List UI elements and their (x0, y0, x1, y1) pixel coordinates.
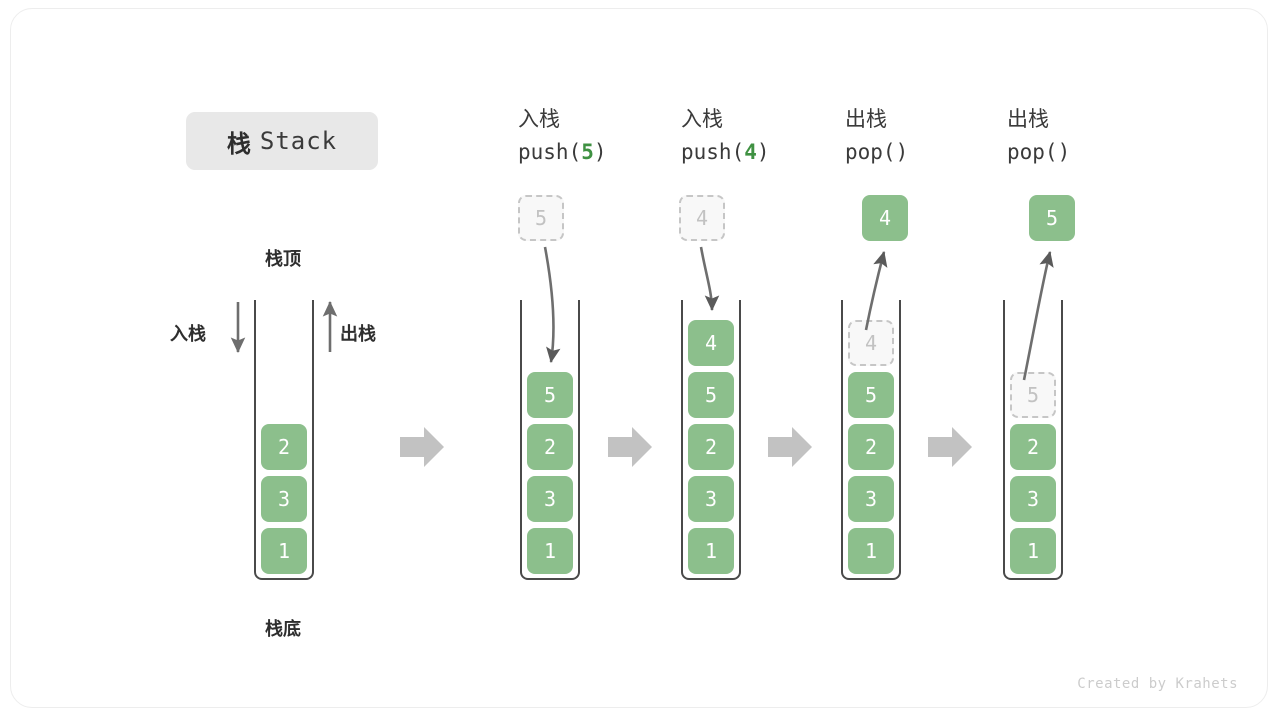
floating-popped-cell: 4 (862, 195, 908, 241)
stack-top-label: 栈顶 (265, 249, 301, 269)
op-label-code: pop() (845, 135, 1045, 169)
stack-cell: 3 (848, 476, 894, 522)
op-header-push-5: 入栈 push(5) (518, 105, 718, 169)
op-code-arg: 4 (744, 140, 757, 164)
stack-container-push-5 (520, 300, 580, 580)
stack-cell: 4 (688, 320, 734, 366)
op-label-cn: 入栈 (681, 108, 723, 131)
op-code-arg: 5 (581, 140, 594, 164)
op-code-prefix: push( (518, 140, 582, 164)
stack-cell: 3 (1010, 476, 1056, 522)
op-label-cn: 出栈 (845, 108, 887, 131)
op-label-cn: 出栈 (1007, 108, 1049, 131)
stack-cell: 2 (848, 424, 894, 470)
floating-ghost-cell: 5 (518, 195, 564, 241)
stack-cell: 1 (1010, 528, 1056, 574)
title-cn: 栈 (226, 130, 251, 158)
op-code-prefix: pop( (845, 140, 896, 164)
floating-ghost-cell: 4 (679, 195, 725, 241)
stack-cell: 3 (261, 476, 307, 522)
stack-cell: 2 (261, 424, 307, 470)
stack-container-pop-4 (841, 300, 901, 580)
op-code-suffix: ) (895, 140, 909, 164)
stack-cell: 2 (688, 424, 734, 470)
op-label-code: push(5) (518, 135, 718, 169)
stack-cell: 5 (688, 372, 734, 418)
push-side-label: 入栈 (170, 324, 206, 344)
op-code-suffix: ) (593, 140, 607, 164)
op-code-prefix: push( (681, 140, 745, 164)
op-header-pop-5: 出栈 pop() (1007, 105, 1207, 169)
stack-cell: 1 (527, 528, 573, 574)
title-en: Stack (259, 127, 338, 155)
pop-side-label: 出栈 (340, 324, 376, 344)
op-code-prefix: pop( (1007, 140, 1058, 164)
floating-popped-cell: 5 (1029, 195, 1075, 241)
stack-ghost-cell: 4 (848, 320, 894, 366)
stack-cell: 3 (527, 476, 573, 522)
stack-cell: 5 (848, 372, 894, 418)
stack-container-push-4 (681, 300, 741, 580)
stack-cell: 3 (688, 476, 734, 522)
stack-container-initial (254, 300, 314, 580)
stack-cell: 1 (848, 528, 894, 574)
stack-container-pop-5 (1003, 300, 1063, 580)
op-label-code: push(4) (681, 135, 881, 169)
op-code-suffix: ) (1057, 140, 1071, 164)
stack-cell: 5 (527, 372, 573, 418)
stack-cell: 2 (1010, 424, 1056, 470)
op-code-suffix: ) (756, 140, 770, 164)
stack-cell: 1 (688, 528, 734, 574)
stack-cell: 1 (261, 528, 307, 574)
op-header-pop-4: 出栈 pop() (845, 105, 1045, 169)
stack-bottom-label: 栈底 (265, 619, 301, 639)
footer-credit: Created by Krahets (1077, 676, 1238, 692)
op-label-code: pop() (1007, 135, 1207, 169)
op-label-cn: 入栈 (518, 108, 560, 131)
op-header-push-4: 入栈 push(4) (681, 105, 881, 169)
title-badge: 栈 Stack (186, 112, 378, 170)
stack-ghost-cell: 5 (1010, 372, 1056, 418)
stack-cell: 2 (527, 424, 573, 470)
